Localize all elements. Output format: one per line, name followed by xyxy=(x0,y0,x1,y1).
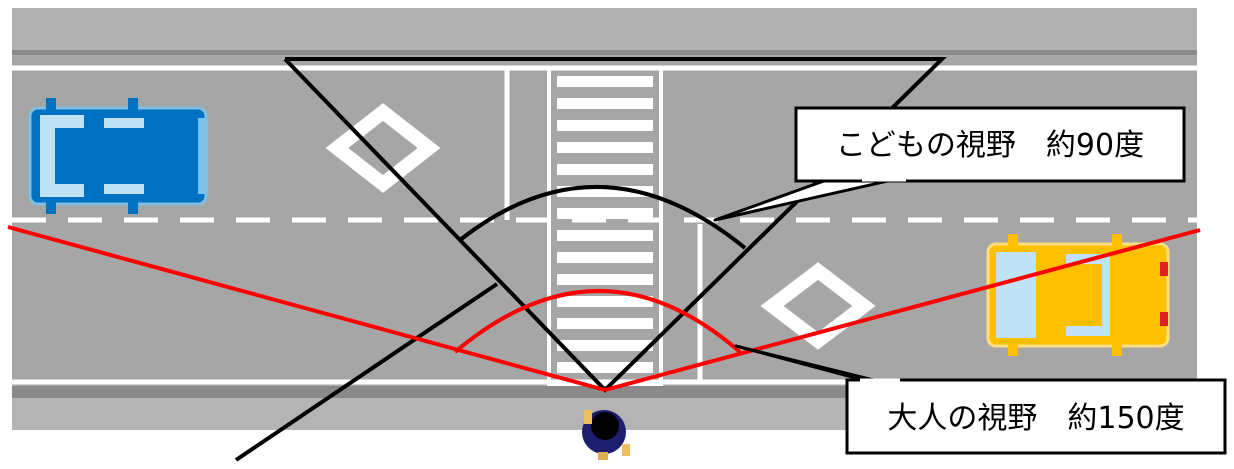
child-view-label: こどもの視野 約90度 xyxy=(836,128,1144,163)
crosswalk-stripe xyxy=(557,208,653,219)
crosswalk-stripe xyxy=(557,318,653,329)
yellow-car-icon xyxy=(988,234,1168,356)
adult-view-label: 大人の視野 約150度 xyxy=(887,401,1184,436)
top-sidewalk xyxy=(12,8,1197,52)
crosswalk-stripe xyxy=(557,98,653,109)
crosswalk-stripe xyxy=(557,274,653,285)
crosswalk-stripe xyxy=(557,164,653,175)
crosswalk-stripe xyxy=(557,142,653,153)
crosswalk-stripe xyxy=(557,340,653,351)
top-curb xyxy=(12,50,1197,55)
crosswalk-stripe xyxy=(557,230,653,241)
blue-car-icon xyxy=(30,98,208,214)
crosswalk-stripe xyxy=(557,362,653,373)
crosswalk-stripe xyxy=(557,252,653,263)
crosswalk-stripe xyxy=(557,76,653,87)
crosswalk-stripe xyxy=(557,120,653,131)
